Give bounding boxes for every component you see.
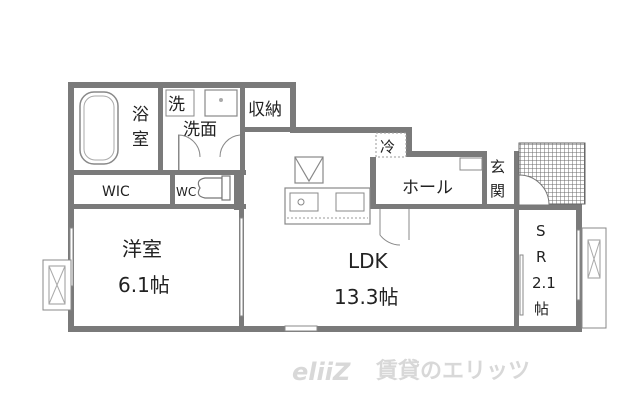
storage-label: 収納 [248, 100, 282, 120]
bath-label: 浴 [132, 105, 149, 125]
watermark-logo: eliiZ [292, 358, 351, 386]
wic-label: WIC [102, 184, 130, 200]
entrance-label: 玄 [490, 158, 505, 176]
windows [69, 217, 581, 332]
shoe-cabinet [459, 157, 483, 171]
entrance-label-2: 関 [490, 182, 505, 200]
sr-label-r: R [536, 248, 546, 266]
bath-label-2: 室 [132, 130, 149, 150]
wash-basin-icon [204, 89, 238, 117]
watermark-text: 賃貸のエリッツ [375, 358, 530, 384]
laundry-label: 洗 [168, 95, 185, 115]
sr-unit: 帖 [534, 300, 549, 318]
bathtub-icon [79, 91, 119, 165]
washroom-door-swing [177, 134, 201, 158]
ldk-label: LDK [348, 249, 389, 273]
wc-label: WC [176, 185, 196, 199]
fridge-space [375, 132, 407, 158]
laundry-box [165, 89, 195, 117]
western-room-size: 6.1帖 [118, 273, 170, 297]
hall-label: ホール [402, 178, 453, 198]
outdoor-unit-right [581, 227, 607, 329]
western-room-label: 洋室 [122, 237, 162, 261]
outdoor-unit-left [42, 259, 72, 311]
sr-size: 2.1 [532, 274, 556, 292]
toilet-icon [197, 175, 231, 201]
washroom-label: 洗面 [183, 120, 217, 140]
fridge-label: 冷 [380, 138, 395, 156]
entrance-door-swing [518, 174, 550, 206]
ldk-size: 13.3帖 [334, 285, 399, 309]
sr-label-s: S [536, 222, 546, 240]
ldk-door-swing [379, 209, 401, 246]
kitchen-counter [284, 156, 371, 225]
